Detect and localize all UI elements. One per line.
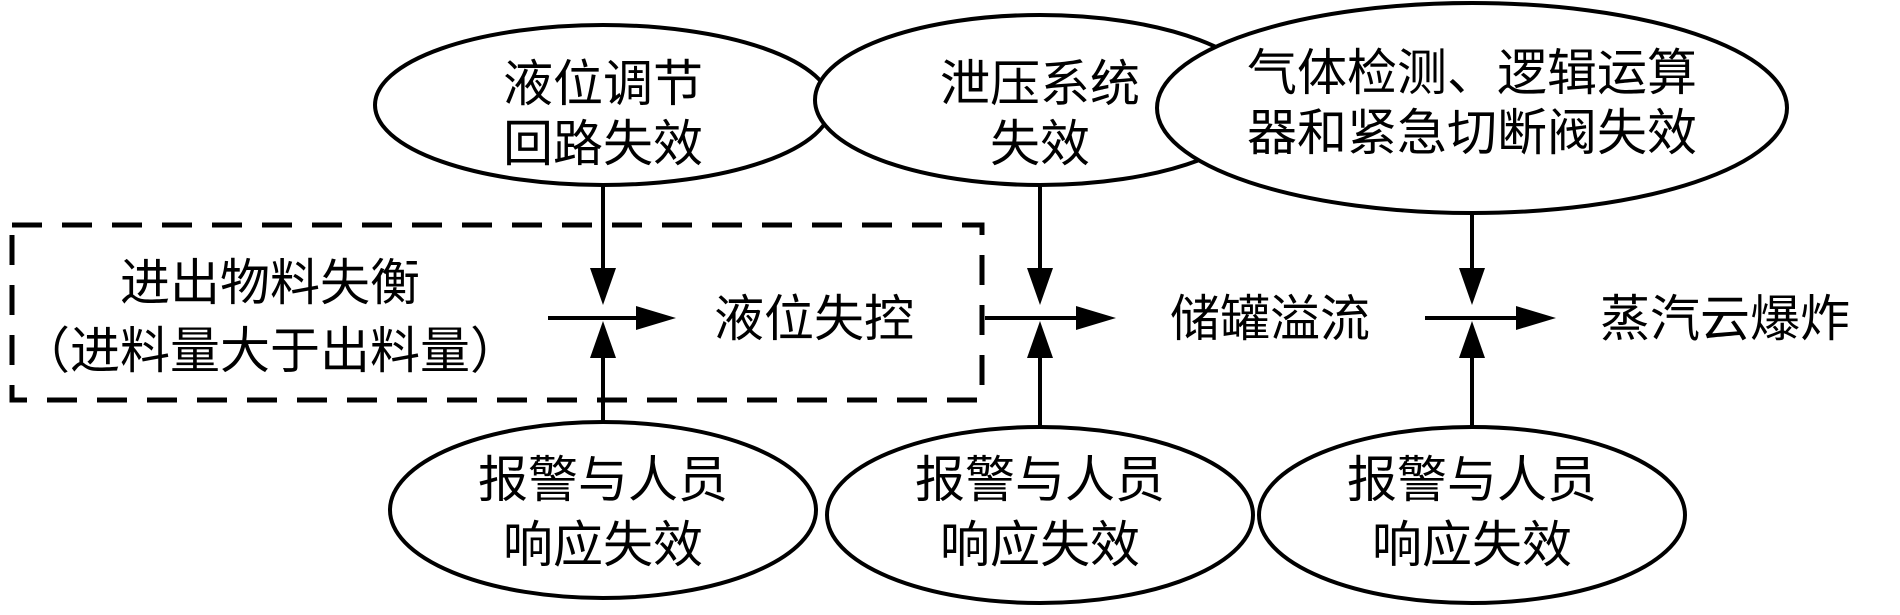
chain-arrow-3 bbox=[1425, 306, 1556, 330]
arrow-right-head bbox=[636, 306, 676, 330]
event-label-line1: 气体检测、逻辑运算 bbox=[1247, 44, 1697, 102]
node-level-out-of-control: 液位失控 bbox=[714, 290, 914, 348]
node-vapor-cloud-explosion: 蒸汽云爆炸 bbox=[1600, 290, 1850, 348]
event-gas-detection-failure: 气体检测、逻辑运算 器和紧急切断阀失效 bbox=[1155, 1, 1789, 215]
arrow-down-head bbox=[590, 268, 616, 305]
connectors-column-3 bbox=[1459, 213, 1485, 437]
event-label-line1: 报警与人员 bbox=[1347, 451, 1597, 509]
node-label-line2: （进料量大于出料量） bbox=[20, 322, 520, 380]
event-alarm-response-failure-2: 报警与人员 响应失效 bbox=[825, 425, 1255, 605]
event-label-line2: 器和紧急切断阀失效 bbox=[1247, 104, 1697, 162]
arrow-up-head bbox=[1459, 321, 1485, 358]
connectors-column-1 bbox=[590, 183, 616, 430]
arrow-up-head bbox=[1027, 321, 1053, 358]
event-level-loop-failure: 液位调节 回路失效 bbox=[373, 23, 833, 187]
dashed-boundary-box bbox=[9, 222, 985, 403]
event-relief-system-failure: 泄压系统 失效 bbox=[813, 13, 1267, 187]
arrow-up-head bbox=[590, 321, 616, 358]
event-alarm-response-failure-1: 报警与人员 响应失效 bbox=[388, 420, 818, 600]
event-label-line2: 回路失效 bbox=[503, 115, 703, 173]
arrow-down-head bbox=[1027, 268, 1053, 305]
event-label-line1: 泄压系统 bbox=[940, 55, 1140, 113]
event-label-line1: 报警与人员 bbox=[478, 451, 728, 509]
chain-arrow-2 bbox=[985, 306, 1116, 330]
event-label-line1: 液位调节 bbox=[503, 55, 703, 113]
event-label-line2: 响应失效 bbox=[940, 516, 1140, 574]
event-alarm-response-failure-3: 报警与人员 响应失效 bbox=[1257, 425, 1687, 605]
event-label-line1: 报警与人员 bbox=[915, 451, 1165, 509]
arrow-right-head bbox=[1076, 306, 1116, 330]
event-label-line2: 响应失效 bbox=[1372, 516, 1572, 574]
node-label-line1: 进出物料失衡 bbox=[120, 254, 420, 312]
event-label-line2: 失效 bbox=[990, 115, 1090, 173]
node-material-imbalance: 进出物料失衡 （进料量大于出料量） bbox=[20, 254, 520, 380]
connectors-column-2 bbox=[1027, 183, 1053, 437]
arrow-down-head bbox=[1459, 268, 1485, 305]
chain-arrow-1 bbox=[548, 306, 676, 330]
event-label-line2: 响应失效 bbox=[503, 516, 703, 574]
arrow-right-head bbox=[1516, 306, 1556, 330]
node-tank-overflow: 储罐溢流 bbox=[1170, 290, 1370, 348]
